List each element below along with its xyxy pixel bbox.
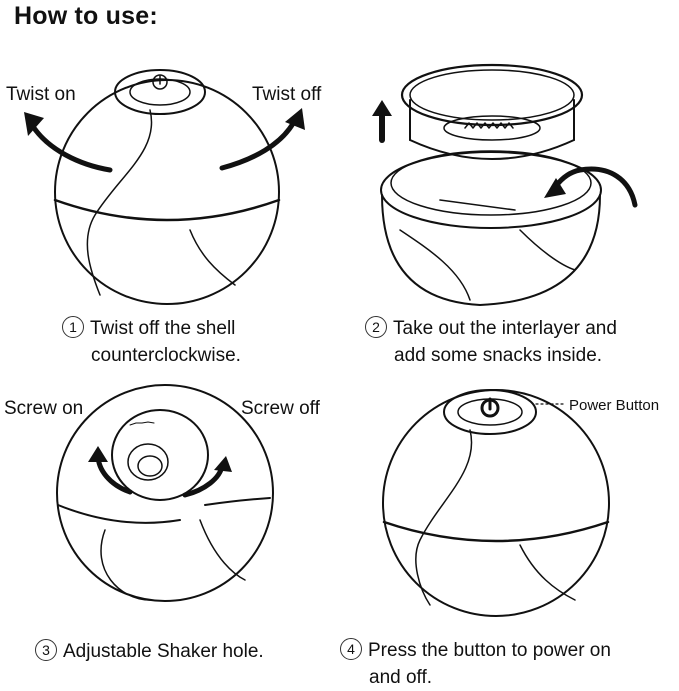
ball-illustration-step-2 <box>380 63 602 306</box>
step-2-caption: 2 Take out the interlayer and add some sn… <box>365 315 617 369</box>
screw-off-label: Screw off <box>241 398 320 419</box>
step-2-line1: Take out the interlayer and <box>393 318 617 339</box>
twist-off-arrow <box>219 108 305 171</box>
step-1-number: 1 <box>62 316 84 338</box>
twist-on-label: Twist on <box>6 84 76 105</box>
step-1-line1: Twist off the shell <box>90 318 236 339</box>
step-4-line2: and off. <box>369 667 433 688</box>
screw-off-arrow <box>182 456 232 498</box>
twist-off-label: Twist off <box>252 84 322 105</box>
rotate-arrow <box>544 166 638 208</box>
step-3-caption: 3 Adjustable Shaker hole. <box>35 638 264 665</box>
ball-illustration-step-4 <box>382 389 610 617</box>
step-3-number: 3 <box>35 639 57 661</box>
lift-up-arrow <box>372 100 392 143</box>
step-2-number: 2 <box>365 316 387 338</box>
screw-on-arrow <box>88 446 133 495</box>
step-2-line2: add some snacks inside. <box>394 345 603 366</box>
step-4-number: 4 <box>340 638 362 660</box>
ball-illustration-step-1 <box>53 69 281 305</box>
ball-illustration-step-3 <box>56 384 274 602</box>
screw-on-label: Screw on <box>4 398 84 419</box>
page-title: How to use: <box>14 2 158 30</box>
power-button-label: Power Button <box>569 397 660 414</box>
step-3-line1: Adjustable Shaker hole. <box>63 641 264 662</box>
step-4-line1: Press the button to power on <box>368 640 611 661</box>
step-4-caption: 4 Press the button to power on and off. <box>340 637 611 691</box>
step-1-caption: 1 Twist off the shell counterclockwise. <box>62 315 241 369</box>
step-1-line2: counterclockwise. <box>91 345 241 366</box>
twist-on-arrow <box>24 112 113 173</box>
